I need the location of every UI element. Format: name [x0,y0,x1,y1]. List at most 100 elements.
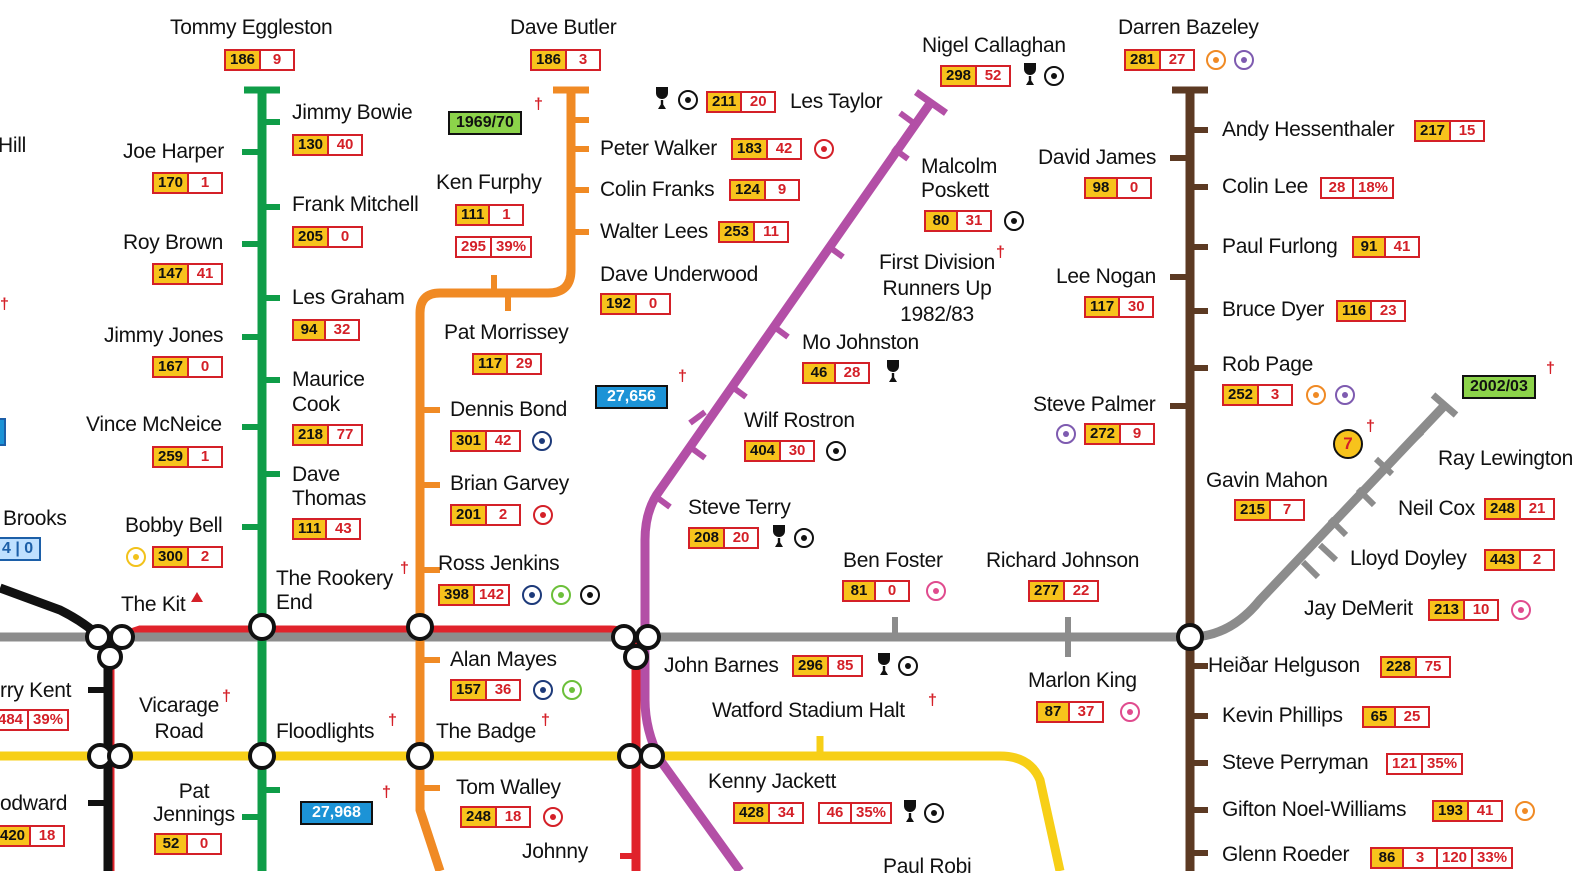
player-name: Paul Furlong [1222,235,1338,258]
goals-box: 32 [326,319,360,341]
green-line-ticks [242,119,280,820]
dagger: † [222,688,231,705]
goals-box: 2 [487,504,522,526]
goals-box: 75 [1417,656,1452,678]
navy-ball-icon [532,431,552,451]
apps-box: 281 [1124,49,1162,71]
apps-box: 211 [706,91,743,113]
apps-box: 398 [438,584,476,606]
yellow-line [0,751,1065,871]
goals-box: 25 [1396,706,1430,728]
apps-box: 428 [733,802,771,824]
goals-box: 9 [261,49,296,71]
apps-box: 80 [924,210,958,232]
goals-box: 52 [977,65,1012,87]
goals-box: 36 [487,679,522,701]
player-name: Gavin Mahon [1206,469,1328,492]
player-name: Dave Butler [510,16,617,39]
goals-value: 0 [24,540,34,557]
black-ball-icon [826,441,846,461]
goals-box: 0 [329,226,364,248]
player-name: Tom Walley [456,776,561,799]
player-name: Colin Lee [1222,175,1309,198]
player-name: Brooks [3,507,67,530]
station-ross-jenkins [406,613,434,641]
player-name: Frank Mitchell [292,193,419,216]
goals-box: 43 [327,518,362,540]
apps-box: 86 [1370,847,1404,869]
apps-box: 192 [600,293,638,315]
player-name: Peter Walker [600,137,717,160]
apps-box: 94 [292,319,326,341]
player-name: Bruce Dyer [1222,298,1325,321]
apps-box: 65 [1362,706,1396,728]
purple-ball-icon [1056,424,1076,444]
apps-box: 186 [530,49,568,71]
goals-box: 0 [1118,177,1152,199]
apps-box: 52 [154,833,188,855]
player-name: Lloyd Doyley [1350,547,1467,570]
goals-box: 3 [567,49,602,71]
black-ball-icon [794,528,814,548]
goals-box: 20 [742,91,777,113]
apps-box: 116 [1336,300,1373,322]
player-name: Joe Harper [123,140,224,163]
honour-label: First Division [879,251,995,274]
dagger: † [0,296,9,313]
orange-ball-icon [1206,50,1226,70]
player-name: Hill [0,134,26,157]
apps-box: 111 [455,204,491,226]
apps-box: 253 [718,221,756,243]
goals-box: 18 [31,825,66,847]
dagger: † [1546,360,1555,377]
position-badge: 7 [1333,429,1363,459]
player-name: Dave [292,463,340,486]
player-name: Ken Furphy [436,171,542,194]
apps-box: 259 [152,446,190,468]
goals-box: 3 [1404,847,1438,869]
goals-box: 27 [1161,49,1196,71]
apps-box: 215 [1234,499,1272,521]
player-name: Colin Franks [600,178,715,201]
player-name: Jimmy Jones [104,324,224,347]
player-name: Poskett [921,179,989,202]
orange-line-ticks [420,117,589,791]
dagger: † [1366,418,1375,435]
games-box: 28 [1320,177,1354,199]
red-ball-icon [533,505,553,525]
dagger: † [382,784,391,801]
apps-box: 186 [224,49,262,71]
goals-box: 20 [725,527,760,549]
player-name: Pat [178,780,210,803]
yellow-ball-icon [126,547,146,567]
pct-box: 35% [1423,753,1464,775]
interchanges [85,613,1204,770]
trophy-icon [654,87,670,109]
apps-box: 443 [1484,549,1522,571]
apps-box: 117 [1084,296,1121,318]
player-name: Neil Cox [1398,497,1475,520]
player-name: Kenny Jackett [708,770,837,793]
player-name: Les Taylor [790,90,883,113]
goals-box: 42 [487,430,522,452]
station-watford-halt [617,743,665,769]
grey-line-ticks [892,429,1425,657]
black-ball-icon [1004,211,1024,231]
purple-ball-icon [1234,50,1254,70]
